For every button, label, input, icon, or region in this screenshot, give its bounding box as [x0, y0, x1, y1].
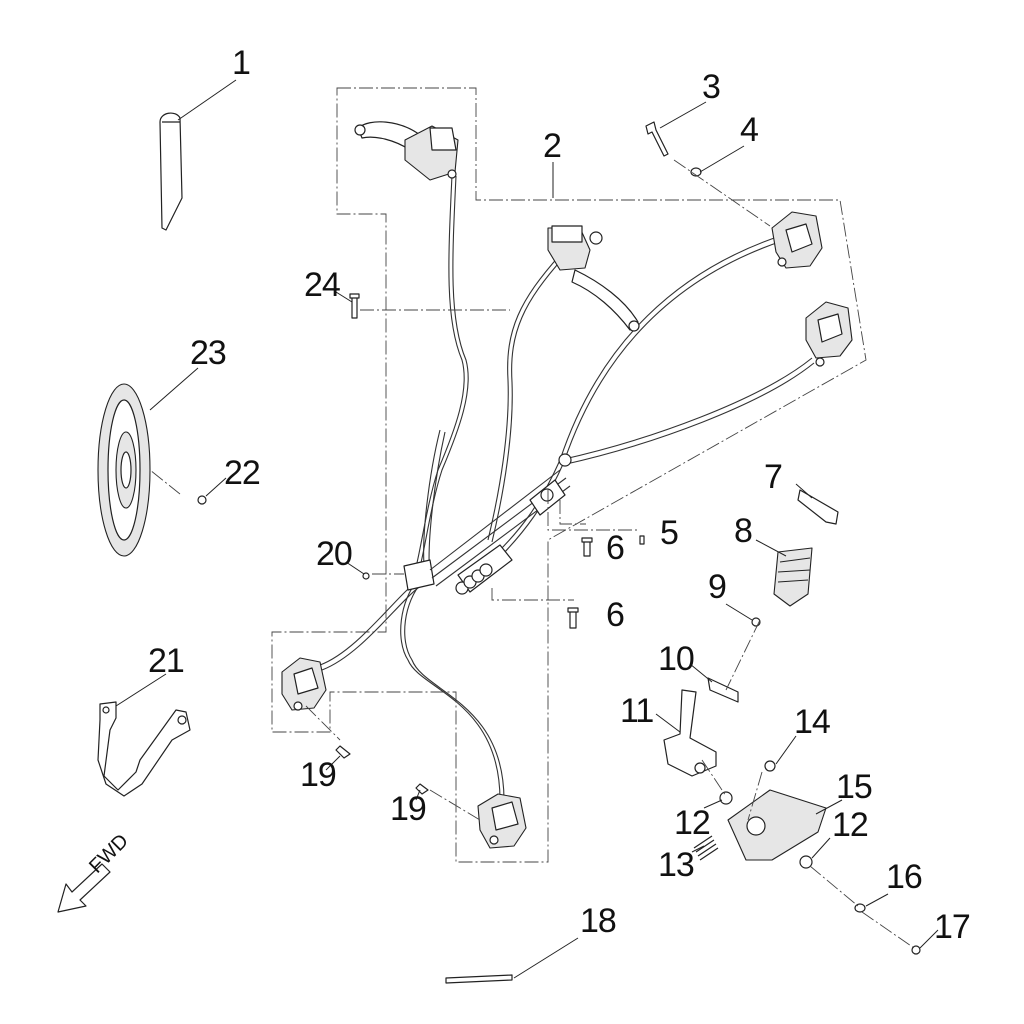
part-19-bolt-right: [415, 783, 429, 795]
master-cylinder-rear: [455, 453, 572, 595]
part-12-bush-upper: [719, 791, 733, 805]
part-7-pad: [797, 489, 839, 525]
callout-17: 17: [934, 908, 970, 946]
part-8-boot: [773, 547, 813, 607]
part-4-washer: [690, 167, 702, 177]
caliper-rear-right: [477, 793, 527, 849]
callout-18: 18: [580, 902, 616, 940]
part-3-bolt: [645, 121, 669, 157]
callout-22: 22: [224, 454, 260, 492]
brake-hoses: [319, 174, 815, 801]
callout-23: 23: [190, 334, 226, 372]
part-1-strip: [159, 112, 183, 231]
forward-arrow-icon: [57, 863, 111, 913]
brake-lever-left: [354, 121, 459, 181]
caliper-front-right-lower: [805, 301, 853, 367]
caliper-rear-left: [281, 657, 327, 711]
caliper-front-right-upper: [771, 211, 823, 269]
callout-12-lower: 12: [832, 806, 868, 844]
part-19-bolt-left: [335, 745, 351, 759]
callout-19-right: 19: [390, 790, 426, 828]
callout-7: 7: [764, 458, 782, 496]
part-6-bolt-upper: [581, 537, 593, 557]
callout-12-upper: 12: [674, 804, 710, 842]
part-21-bracket: [97, 701, 191, 797]
callout-5: 5: [660, 514, 678, 552]
leader-lines: [115, 79, 939, 979]
part-14-bolt: [764, 760, 776, 772]
part-24-bolt: [349, 293, 360, 319]
callout-24: 24: [304, 266, 340, 304]
part-11-brake-pedal: [663, 689, 717, 777]
brake-lever-right: [547, 225, 640, 332]
callout-13: 13: [658, 846, 694, 884]
callout-21: 21: [148, 642, 184, 680]
callout-16: 16: [886, 858, 922, 896]
callout-10: 10: [658, 640, 694, 678]
callout-3: 3: [702, 68, 720, 106]
assembly-2-boundary: [271, 87, 867, 863]
callout-6-lower: 6: [606, 596, 624, 634]
part-10-plate: [707, 677, 739, 703]
callout-8: 8: [734, 512, 752, 550]
callout-6-upper: 6: [606, 529, 624, 567]
callout-14: 14: [794, 703, 830, 741]
part-17-nut: [911, 945, 921, 955]
part-16-washer: [854, 903, 866, 913]
callout-20: 20: [316, 535, 352, 573]
part-15-bracket: [727, 789, 827, 861]
callout-15: 15: [836, 768, 872, 806]
part-5-bolt: [639, 535, 645, 545]
callout-1: 1: [232, 44, 250, 82]
part-20-screw: [362, 572, 370, 580]
forward-direction-indicator: FWD: [57, 830, 133, 913]
part-13-spring: [693, 835, 719, 861]
callout-9: 9: [708, 568, 726, 606]
callout-4: 4: [740, 111, 758, 149]
part-6-bolt-lower: [567, 607, 579, 629]
alignment-lines: [149, 159, 915, 949]
part-12-bush-lower: [799, 855, 813, 869]
part-23-brake-disc: [97, 383, 151, 557]
callout-labels: 1 2 3 4 24 23 22 7 8 5 6 20 9 6 21 10 11…: [148, 44, 971, 946]
part-22-bolt: [197, 495, 207, 505]
callout-2: 2: [543, 127, 561, 165]
callout-19-left: 19: [300, 756, 336, 794]
part-18-cable-tie: [445, 974, 513, 984]
callout-11: 11: [620, 692, 653, 730]
